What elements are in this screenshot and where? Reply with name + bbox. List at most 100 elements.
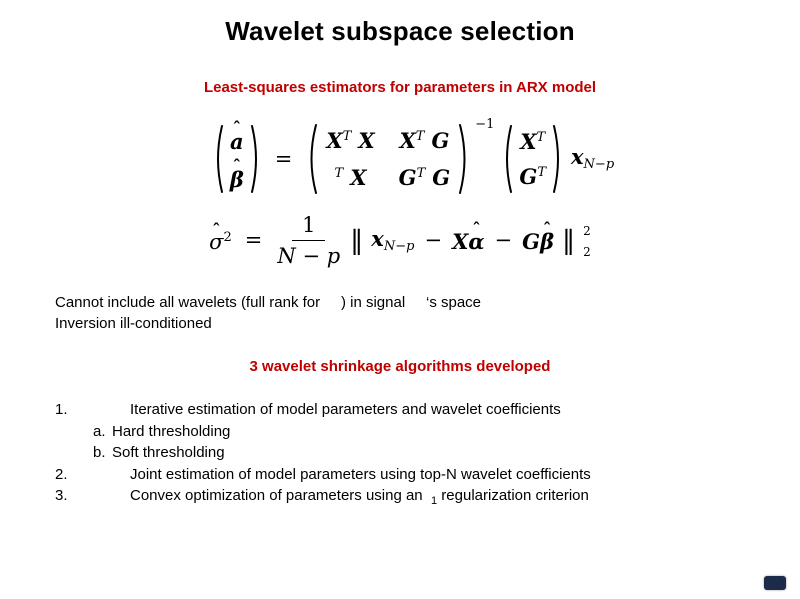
list-marker: 2. bbox=[55, 465, 68, 483]
paren-close-icon bbox=[459, 124, 466, 194]
symbol-beta: β bbox=[540, 229, 555, 255]
symbol: G bbox=[398, 164, 417, 190]
exponent: 2 bbox=[583, 224, 591, 239]
vector-entry: XT bbox=[520, 128, 546, 154]
list-text: Soft thresholding bbox=[112, 444, 225, 461]
list-marker: b. bbox=[93, 444, 106, 461]
symbol: X bbox=[399, 127, 416, 153]
symbol-sigma: σ bbox=[209, 229, 224, 254]
list-marker: a. bbox=[93, 422, 106, 440]
note-line-1: Cannot include all wavelets (full rank f… bbox=[55, 294, 482, 311]
symbol-X: X bbox=[452, 229, 469, 255]
list-text-before: Convex optimization of parameters using … bbox=[130, 487, 431, 504]
list-item-2: 2. Joint estimation of model parameters … bbox=[55, 464, 780, 486]
list-text: Convex optimization of parameters using … bbox=[130, 485, 589, 513]
signal-vector: xN−p bbox=[571, 146, 614, 171]
list-item-1: 1. Iterative estimation of model paramet… bbox=[55, 399, 780, 421]
symbol-x: x bbox=[571, 144, 584, 170]
list-text-after: regularization criterion bbox=[437, 487, 589, 504]
equals-sign: = bbox=[244, 228, 263, 253]
corner-logo bbox=[764, 576, 786, 590]
list-text: Hard thresholding bbox=[112, 422, 231, 440]
hat-accent: ˆ bbox=[212, 219, 221, 240]
symbol-beta: β bbox=[229, 166, 244, 192]
norm-open: ‖ bbox=[350, 225, 364, 256]
symbol: G bbox=[432, 164, 451, 190]
symbol-G: G bbox=[522, 229, 541, 255]
transpose-sup: T bbox=[415, 128, 425, 144]
symbol: X bbox=[358, 127, 375, 153]
norm-close: ‖ bbox=[562, 225, 576, 256]
paren-open-icon bbox=[216, 125, 223, 193]
algorithm-list: 1. Iterative estimation of model paramet… bbox=[55, 399, 780, 513]
signal-vector: xN−p bbox=[371, 228, 414, 253]
hat-accent: ˆ bbox=[542, 219, 552, 240]
list-marker: 3. bbox=[55, 487, 68, 504]
hat-accent: ˆ bbox=[232, 118, 241, 139]
notes-block: Cannot include all wavelets (full rank f… bbox=[55, 292, 481, 334]
slide-title: Wavelet subspace selection bbox=[225, 16, 575, 46]
norm-squared-sub2: 2 2 bbox=[583, 225, 591, 258]
subscript: 2 bbox=[583, 245, 591, 260]
symbol: G bbox=[519, 163, 538, 189]
transpose-sup: T bbox=[416, 165, 426, 181]
algorithms-heading: 3 wavelet shrinkage algorithms developed bbox=[249, 358, 551, 375]
transpose-sup: T bbox=[342, 128, 352, 144]
symbol-a: a bbox=[229, 128, 244, 154]
symbol: X bbox=[350, 164, 367, 190]
note-line-2: Inversion ill-conditioned bbox=[55, 315, 212, 332]
matrix-inverse-exponent: −1 bbox=[475, 117, 495, 132]
minus-sign: − bbox=[494, 228, 513, 253]
list-item-1a: a. Hard thresholding bbox=[55, 421, 780, 443]
transpose-sup: T bbox=[334, 165, 344, 181]
red-subtitle: Least-squares estimators for parameters … bbox=[203, 79, 597, 96]
hat-accent: ˆ bbox=[472, 219, 481, 240]
symbol: X bbox=[326, 127, 343, 153]
exponent: 2 bbox=[223, 229, 232, 245]
regressor-column-vector: XT GT bbox=[501, 123, 564, 195]
paren-open-icon bbox=[506, 125, 513, 193]
symbol-alpha: α bbox=[468, 229, 485, 255]
symbol: X bbox=[520, 128, 537, 154]
symbol: G bbox=[431, 127, 450, 153]
transpose-sup: T bbox=[536, 129, 546, 145]
list-text: Iterative estimation of model parameters… bbox=[130, 401, 561, 418]
paren-close-icon bbox=[250, 125, 257, 193]
paren-open-icon bbox=[310, 124, 318, 194]
list-text: Joint estimation of model parameters usi… bbox=[130, 465, 591, 483]
denominator: N − p bbox=[277, 244, 341, 269]
list-item-3: 3. Convex optimization of parameters usi… bbox=[55, 485, 780, 513]
subscript: N−p bbox=[383, 239, 415, 255]
equals-sign: = bbox=[274, 146, 293, 171]
vector-entry: GT bbox=[519, 163, 547, 189]
list-marker: 1. bbox=[55, 401, 68, 418]
numerator: 1 bbox=[292, 212, 326, 242]
ell-subscript: 1 bbox=[431, 495, 438, 507]
subscript: N−p bbox=[583, 157, 615, 173]
symbol-x: x bbox=[371, 226, 384, 252]
vector-entries: XT GT bbox=[516, 128, 549, 189]
list-item-1b: b. Soft thresholding bbox=[55, 442, 780, 464]
transpose-sup: T bbox=[537, 164, 547, 180]
fraction: 1 N − p bbox=[277, 212, 340, 270]
hat-accent: ˆ bbox=[232, 156, 241, 177]
paren-close-icon bbox=[553, 125, 559, 193]
